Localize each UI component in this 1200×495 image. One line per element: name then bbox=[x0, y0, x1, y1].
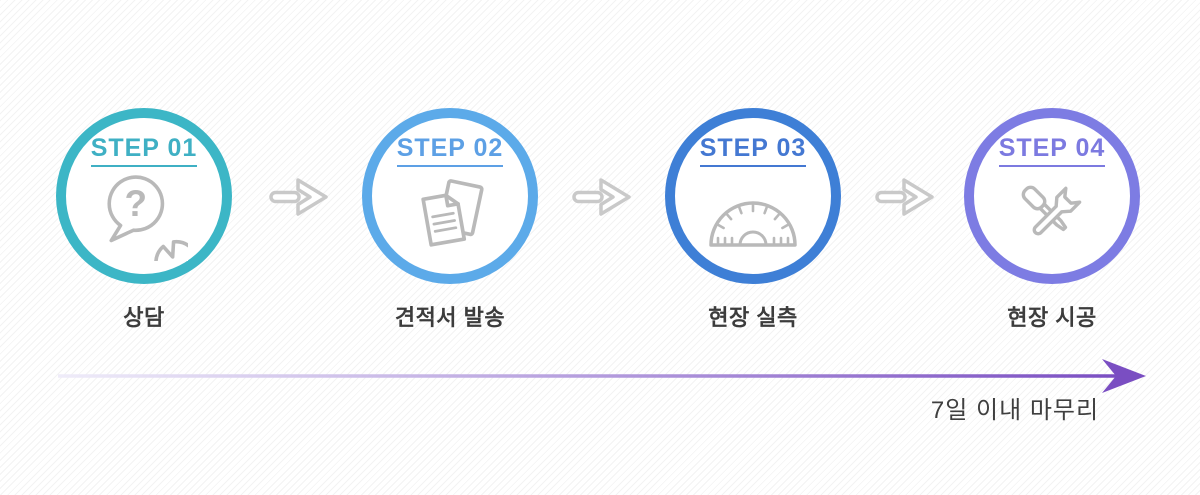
documents-icon bbox=[408, 173, 492, 257]
tools-icon bbox=[1009, 173, 1095, 259]
step-1-title: 상담 bbox=[123, 305, 165, 330]
step-3-title: 현장 실측 bbox=[708, 305, 798, 330]
protractor-icon bbox=[705, 183, 801, 251]
timeline-arrow bbox=[58, 359, 1146, 393]
arrow-right-icon bbox=[874, 177, 936, 217]
step-1-circle: STEP 01 ? bbox=[56, 108, 232, 285]
step-4-circle: STEP 04 bbox=[964, 108, 1140, 284]
chat-question-icon: ? bbox=[100, 173, 199, 285]
step-3: STEP 03 bbox=[665, 108, 841, 332]
step-1-label: STEP 01 bbox=[90, 134, 198, 167]
step-2-title: 견적서 발송 bbox=[394, 305, 506, 330]
arrow-right-icon bbox=[571, 177, 633, 217]
question-mark-glyph: ? bbox=[125, 183, 148, 224]
arrow-right-icon bbox=[268, 177, 330, 217]
step-1: STEP 01 ? 상담 bbox=[56, 108, 232, 332]
step-4-label: STEP 04 bbox=[998, 134, 1106, 167]
step-2-label: STEP 02 bbox=[396, 134, 504, 167]
step-4-title: 현장 시공 bbox=[1007, 305, 1097, 330]
timeline-arrowhead-icon bbox=[1102, 359, 1146, 393]
step-3-circle: STEP 03 bbox=[665, 108, 841, 284]
timeline-note: 7일 이내 마무리 bbox=[930, 397, 1100, 424]
step-2-circle: STEP 02 bbox=[362, 108, 538, 284]
step-2: STEP 02 견적서 발송 bbox=[362, 108, 538, 332]
step-3-label: STEP 03 bbox=[699, 134, 807, 167]
step-4: STEP 04 현장 시공 bbox=[964, 108, 1140, 332]
